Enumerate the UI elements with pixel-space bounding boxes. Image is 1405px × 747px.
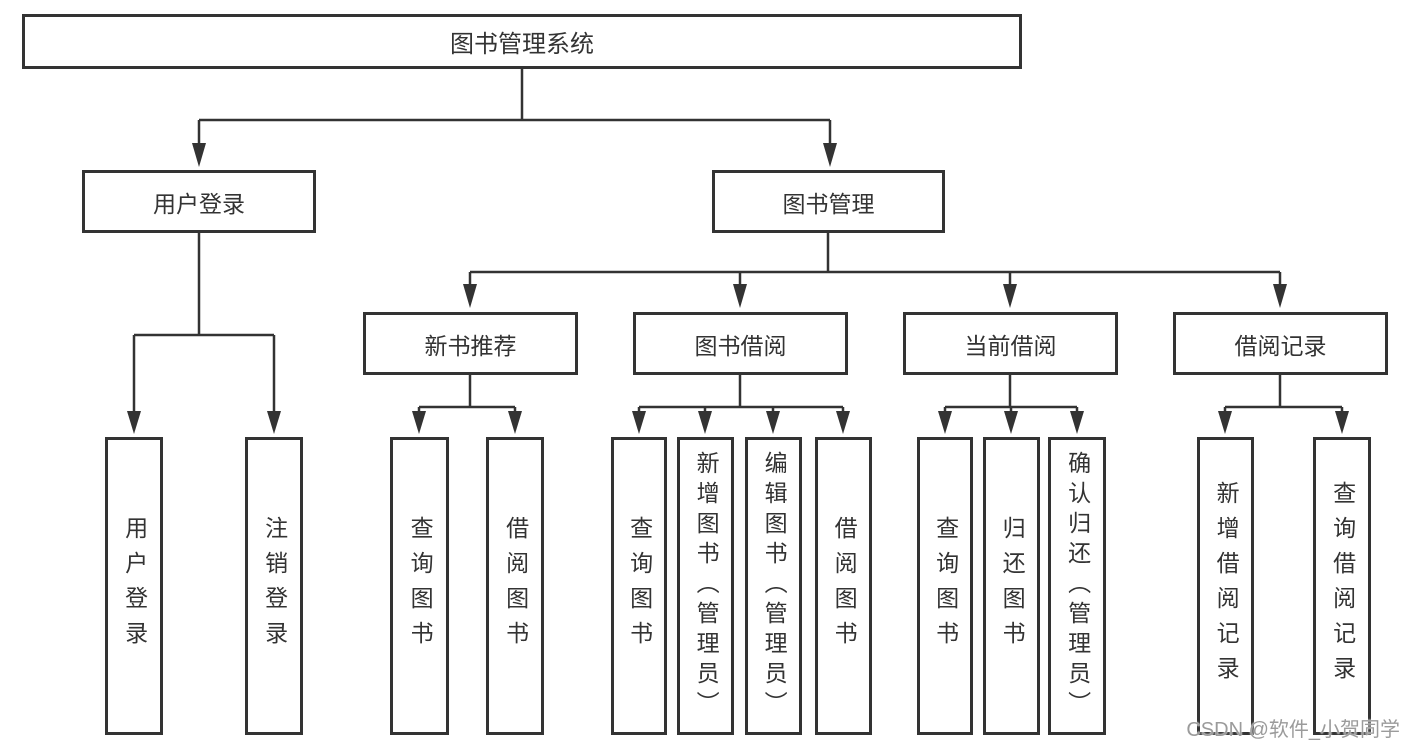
node-borrow-records: 借阅记录 [1173, 312, 1388, 375]
leaf-query-books-current-label: 查询图书 [932, 516, 959, 656]
leaf-user-login-label: 用户登录 [121, 516, 148, 656]
leaf-add-borrow-record: 新增借阅记录 [1197, 437, 1254, 735]
node-root-system: 图书管理系统 [22, 14, 1022, 69]
node-book-management: 图书管理 [712, 170, 945, 233]
leaf-confirm-return-admin: 确认归还（管理员） [1048, 437, 1106, 735]
leaf-borrow-books-recommend-label: 借阅图书 [502, 516, 529, 656]
node-current-borrow: 当前借阅 [903, 312, 1118, 375]
leaf-query-books-recommend-label: 查询图书 [407, 516, 434, 656]
leaf-query-borrow-record-label: 查询借阅记录 [1329, 481, 1356, 691]
leaf-query-books-borrow-label: 查询图书 [626, 516, 653, 656]
leaf-borrow-books-recommend: 借阅图书 [486, 437, 544, 735]
node-user-login-label: 用户登录 [153, 190, 245, 217]
leaf-return-books-label: 归还图书 [999, 516, 1026, 656]
leaf-query-books-borrow: 查询图书 [611, 437, 667, 735]
leaf-add-borrow-record-label: 新增借阅记录 [1213, 481, 1240, 691]
node-new-book-recommend: 新书推荐 [363, 312, 578, 375]
leaf-query-borrow-record: 查询借阅记录 [1313, 437, 1371, 735]
node-book-borrow-label: 图书借阅 [694, 332, 787, 359]
node-root-system-label: 图书管理系统 [450, 31, 594, 58]
leaf-logout: 注销登录 [245, 437, 303, 735]
leaf-query-books-current: 查询图书 [917, 437, 973, 735]
leaf-add-book-admin-label: 新增图书（管理员） [693, 451, 720, 721]
leaf-logout-label: 注销登录 [261, 516, 288, 656]
node-book-borrow: 图书借阅 [633, 312, 848, 375]
leaf-edit-book-admin-label: 编辑图书（管理员） [761, 451, 788, 721]
leaf-edit-book-admin: 编辑图书（管理员） [745, 437, 802, 735]
leaf-add-book-admin: 新增图书（管理员） [677, 437, 734, 735]
leaf-borrow-books-label: 借阅图书 [831, 516, 858, 656]
leaf-return-books: 归还图书 [983, 437, 1040, 735]
node-current-borrow-label: 当前借阅 [964, 332, 1057, 359]
node-book-management-label: 图书管理 [782, 190, 875, 217]
node-borrow-records-label: 借阅记录 [1234, 332, 1327, 359]
watermark: CSDN @软件_小贺同学 [1186, 719, 1400, 741]
node-user-login: 用户登录 [82, 170, 316, 233]
leaf-query-books-recommend: 查询图书 [390, 437, 449, 735]
leaf-borrow-books: 借阅图书 [815, 437, 872, 735]
leaf-user-login: 用户登录 [105, 437, 163, 735]
leaf-confirm-return-admin-label: 确认归还（管理员） [1064, 451, 1091, 721]
node-new-book-recommend-label: 新书推荐 [424, 332, 517, 359]
